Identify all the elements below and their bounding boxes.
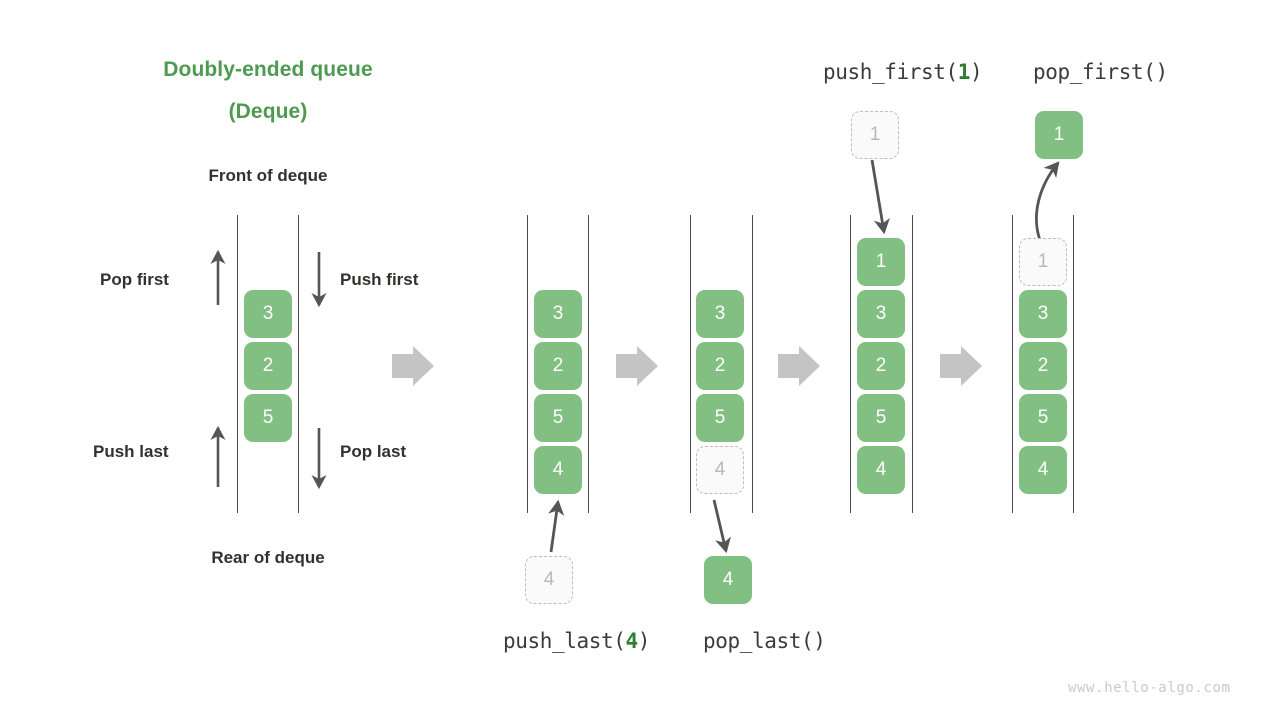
op-pop-first-caption: pop_first() xyxy=(1033,60,1168,84)
deque-rail-left xyxy=(237,215,238,513)
deque-cell: 2 xyxy=(696,342,744,390)
deque-rail-right xyxy=(298,215,299,513)
op-push-first-open: ( xyxy=(945,60,958,84)
op-push-last-name: push_last xyxy=(503,629,614,653)
legend-pop-last-label: Pop last xyxy=(340,442,407,461)
rear-of-deque-label: Rear of deque xyxy=(211,548,325,567)
deque-cell: 4 xyxy=(857,446,905,494)
deque-cell-ghost: 4 xyxy=(696,446,744,494)
watermark: www.hello-algo.com xyxy=(1068,680,1231,696)
op-pop-last-close: ) xyxy=(813,629,826,653)
op-push-last-caption: push_last(4) xyxy=(503,629,650,653)
op-push-first-arg: 1 xyxy=(957,60,971,84)
pop-last-arrow xyxy=(712,499,731,554)
deque-cell: 4 xyxy=(1019,446,1067,494)
diagram-title-line-2: (Deque) xyxy=(228,100,308,123)
detached-cell: 1 xyxy=(1035,111,1083,159)
deque-cell: 2 xyxy=(857,342,905,390)
deque-cell: 3 xyxy=(857,290,905,338)
op-push-first-caption: push_first(1) xyxy=(823,60,983,84)
pop-first-arrow xyxy=(1035,161,1060,244)
deque-rail-right xyxy=(1073,215,1074,513)
push-last-arrow xyxy=(548,499,565,553)
op-push-last-close: ) xyxy=(637,629,651,653)
deque-rail-right xyxy=(752,215,753,513)
block-right-arrow-icon-3 xyxy=(778,346,820,386)
deque-cell: 3 xyxy=(244,290,292,338)
deque-rail-left xyxy=(527,215,528,513)
block-right-arrow-icon-4 xyxy=(940,346,982,386)
legend-pop-first-label: Pop first xyxy=(100,270,169,289)
block-right-arrow-icon-2 xyxy=(616,346,658,386)
deque-cell: 5 xyxy=(696,394,744,442)
deque-cell: 2 xyxy=(534,342,582,390)
deque-rail-left xyxy=(690,215,691,513)
deque-cell: 3 xyxy=(534,290,582,338)
deque-cell: 3 xyxy=(696,290,744,338)
deque-cell: 2 xyxy=(244,342,292,390)
legend-push-last-label: Push last xyxy=(93,442,169,461)
legend-push-first-label: Push first xyxy=(340,270,419,289)
op-push-last-arg: 4 xyxy=(625,629,638,653)
deque-rail-right xyxy=(912,215,913,513)
push-first-arrow xyxy=(870,159,890,235)
detached-cell-ghost: 1 xyxy=(851,111,899,159)
op-pop-last-open: ( xyxy=(800,629,814,653)
deque-cell: 5 xyxy=(534,394,582,442)
front-of-deque-label: Front of deque xyxy=(208,166,328,185)
detached-cell: 4 xyxy=(704,556,752,604)
op-pop-first-name: pop_first xyxy=(1033,60,1144,84)
op-pop-first-open: ( xyxy=(1143,60,1156,84)
deque-cell: 4 xyxy=(534,446,582,494)
deque-cell: 3 xyxy=(1019,290,1067,338)
diagram-title-line-1: Doubly-ended queue xyxy=(163,58,373,81)
deque-rail-right xyxy=(588,215,589,513)
op-pop-last-caption: pop_last() xyxy=(703,629,826,653)
op-pop-first-close: ) xyxy=(1155,60,1168,84)
block-right-arrow-icon-1 xyxy=(392,346,434,386)
deque-cell: 1 xyxy=(857,238,905,286)
deque-cell: 2 xyxy=(1019,342,1067,390)
op-push-last-open: ( xyxy=(613,629,626,653)
deque-rail-left xyxy=(1012,215,1013,513)
detached-cell-ghost: 4 xyxy=(525,556,573,604)
deque-rail-left xyxy=(850,215,851,513)
deque-cell-ghost: 1 xyxy=(1019,238,1067,286)
deque-cell: 5 xyxy=(1019,394,1067,442)
op-push-first-close: ) xyxy=(969,60,983,84)
deque-cell: 5 xyxy=(244,394,292,442)
deque-cell: 5 xyxy=(857,394,905,442)
op-pop-last-name: pop_last xyxy=(703,629,801,653)
op-push-first-name: push_first xyxy=(823,60,946,84)
